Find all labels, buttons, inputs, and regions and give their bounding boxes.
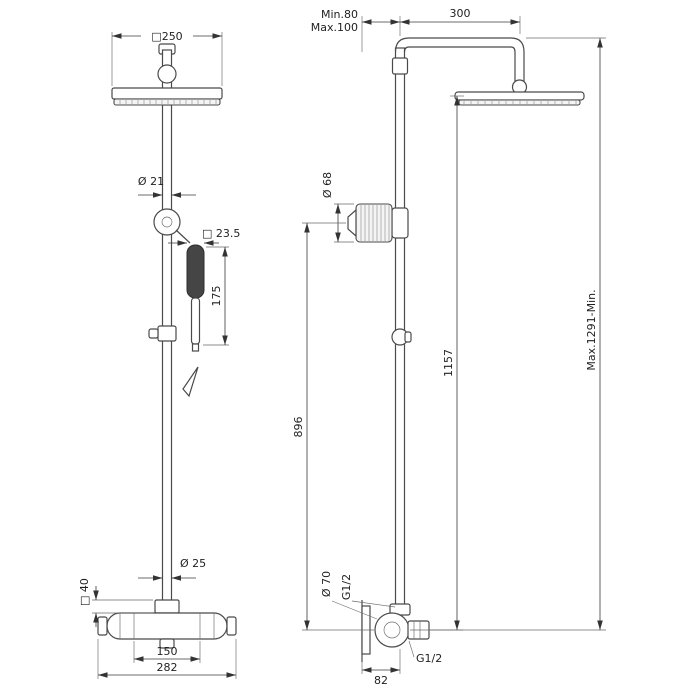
dim-overall-height: Max.1291-Min.: [430, 37, 606, 631]
valve-body-side: [374, 612, 410, 648]
handshower-hose-nut: [191, 343, 200, 352]
riser-pipe-side: [394, 47, 406, 609]
dim-connection-spacing: 150: [133, 641, 201, 663]
valve-left-handle: [97, 616, 108, 636]
pipe-clamp: [157, 325, 177, 342]
valve-body-joints: [119, 613, 215, 639]
dim-wall-clearance-min-label: Min.80: [321, 8, 358, 21]
valve-right-handle: [226, 616, 237, 636]
dim-handshower-width-label: □ 23.5: [202, 227, 240, 240]
rain-head-nozzles-side: [463, 101, 577, 104]
front-view: □250 Ø 21 □ 23.5 175 Ø 25: [78, 30, 240, 679]
dim-head-to-valve-height-label: 1157: [442, 349, 455, 377]
dim-valve-diameter-label: Ø 70: [320, 571, 333, 597]
pipe-clamp-knob: [148, 328, 159, 339]
rain-head-face: [113, 98, 221, 106]
dim-valve-overall-width-label: 282: [157, 661, 178, 674]
dim-riser-diameter-label: Ø 25: [180, 557, 206, 570]
handshower-handle: [190, 297, 201, 345]
rain-head-side: [454, 91, 585, 101]
dim-overall-height-label: Max.1291-Min.: [585, 289, 598, 370]
dim-valve-depth-label: 82: [374, 674, 388, 687]
dim-head-width: □250: [111, 30, 223, 86]
dim-holder-to-valve-height: 896: [292, 222, 374, 631]
dim-wall-clearance-max-label: Max.100: [311, 21, 358, 34]
slider-clamp-lever: [404, 331, 412, 343]
holder-knurl: [360, 205, 390, 241]
dim-valve-escutcheon: □ 40: [78, 578, 153, 627]
dim-valve-depth: 82: [361, 649, 401, 687]
dim-upper-pipe-diameter: Ø 21: [138, 175, 196, 198]
valve-body-front: [106, 612, 228, 640]
holder-tip: [347, 208, 357, 238]
dim-holder-to-valve-height-label: 896: [292, 417, 305, 438]
dim-handshower-length: 175: [203, 246, 229, 346]
rain-head-nozzles: [119, 100, 217, 104]
riser-top-fitting: [391, 57, 409, 75]
label-union-thread: G1/2: [408, 640, 442, 665]
dim-holder-diameter: Ø 68: [321, 172, 354, 243]
rain-head-plate: [111, 87, 223, 100]
dim-arm-projection-label: 300: [450, 7, 471, 20]
dim-valve-escutcheon-label: □ 40: [78, 578, 91, 606]
label-valve-thread: G1/2: [340, 574, 396, 608]
dim-valve-diameter: Ø 70: [320, 571, 378, 620]
dim-wall-clearance: Min.80 Max.100: [311, 8, 401, 52]
dim-holder-diameter-label: Ø 68: [321, 172, 334, 198]
dim-arm-projection: 300: [400, 7, 521, 34]
dim-valve-overall-width: 282: [97, 639, 237, 679]
label-valve-thread-text: G1/2: [340, 574, 353, 600]
label-union-thread-text: G1/2: [416, 652, 442, 665]
dim-handshower-length-label: 175: [210, 286, 223, 307]
dim-upper-pipe-diameter-label: Ø 21: [138, 175, 164, 188]
handshower-holder: [355, 203, 393, 243]
handshower-bracket-link: [175, 229, 191, 244]
handshower-spout-detail: [182, 366, 199, 398]
ball-joint: [157, 64, 177, 84]
valve-outlet: [159, 638, 175, 649]
dim-handshower-width: □ 23.5: [168, 227, 240, 246]
dim-head-width-label: □250: [151, 30, 182, 43]
holder-ring: [391, 207, 409, 239]
dim-connection-spacing-label: 150: [157, 645, 178, 658]
slider-knob: [153, 208, 181, 236]
side-view: Min.80 Max.100 300 Ø 68 896 1157: [292, 7, 606, 687]
dim-head-to-valve-height: 1157: [410, 95, 464, 631]
valve-escutcheon-front: [154, 599, 180, 614]
dim-riser-diameter: Ø 25: [138, 557, 206, 581]
shower-arm-outer: [394, 37, 525, 85]
handshower-head: [186, 244, 205, 299]
slider-knob-detail: [161, 216, 173, 228]
valve-body-detail: [383, 621, 401, 639]
shower-arm-inner: [403, 46, 516, 85]
